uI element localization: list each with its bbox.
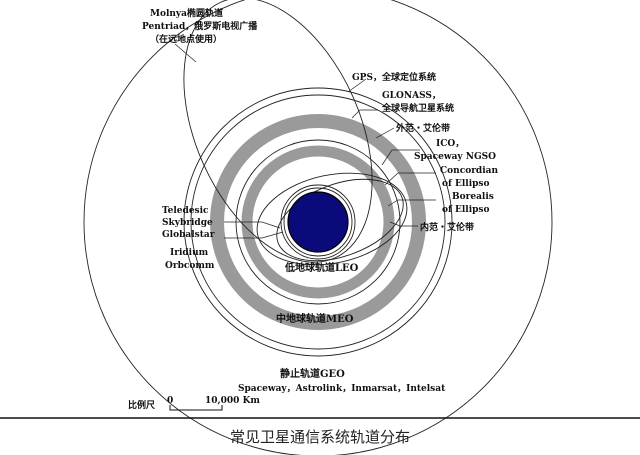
teledesic-label-1: Teledesic <box>162 206 209 216</box>
gps-orbit <box>183 87 453 357</box>
teledesic-label-2: Skybridge <box>162 218 213 228</box>
glonass-label-2: 全球导航卫星系统 <box>381 102 454 114</box>
concordia-label-1: Concordian <box>440 166 498 176</box>
outer-belt-label: 外范・艾伦带 <box>395 122 450 134</box>
gps-label: GPS，全球定位系统 <box>352 71 436 83</box>
inner-belt-leader <box>389 221 418 227</box>
ico-leader <box>381 149 420 166</box>
geo-label: 静止轨道GEO <box>280 367 345 380</box>
ico-label-2: Spaceway NGSO <box>414 152 496 162</box>
scale-bar <box>169 405 223 411</box>
glonass-leader <box>351 109 378 119</box>
molnya-label-2: Pentriad，俄罗斯电视广播 <box>142 20 258 32</box>
earth <box>287 191 349 253</box>
molnya-leader <box>174 43 197 63</box>
iridium-label-2: Orbcomm <box>165 261 215 271</box>
concordia-orbit <box>256 172 408 266</box>
geo-orbit <box>83 0 553 455</box>
molnya-orbit <box>183 0 373 263</box>
concordia-leader <box>384 172 436 186</box>
teledesic-leader <box>224 221 281 229</box>
gps-leader <box>347 78 367 93</box>
leo-orbit-outer <box>280 184 356 260</box>
inner-belt-label: 内范・艾伦带 <box>420 221 474 233</box>
concordia-label-2: of Ellipso <box>442 179 490 189</box>
borealis-label-2: of Ellipso <box>442 205 490 215</box>
molnya-label-1: Molnya椭圆轨道 <box>150 7 223 19</box>
scale-end: 10,000 Km <box>205 396 260 406</box>
borealis-label-1: Borealis <box>452 192 494 202</box>
caption: 常见卫星通信系统轨道分布 <box>230 428 410 446</box>
glonass-orbit <box>190 94 446 350</box>
iridium-label-1: Iridium <box>170 248 209 258</box>
borealis-leader <box>387 199 436 207</box>
meo-label: 中地球轨道MEO <box>276 312 354 325</box>
outer-van-allen-belt <box>210 114 426 330</box>
glonass-label-1: GLONASS， <box>382 91 441 101</box>
ico-label-1: ICO， <box>436 139 464 149</box>
molnya-label-3: （在远地点使用） <box>150 33 222 45</box>
outer-belt-leader <box>375 127 395 139</box>
leo-orbit-inner <box>283 187 353 257</box>
iridium-leader <box>224 231 284 239</box>
geo-systems-label: Spaceway，Astrolink，Inmarsat，Intelsat <box>238 384 446 394</box>
scale-label: 比例尺 <box>128 399 155 411</box>
teledesic-label-3: Globalstar <box>162 230 215 240</box>
scale-start: 0 <box>167 396 173 406</box>
leo-label: 低地球轨道LEO <box>284 261 359 274</box>
